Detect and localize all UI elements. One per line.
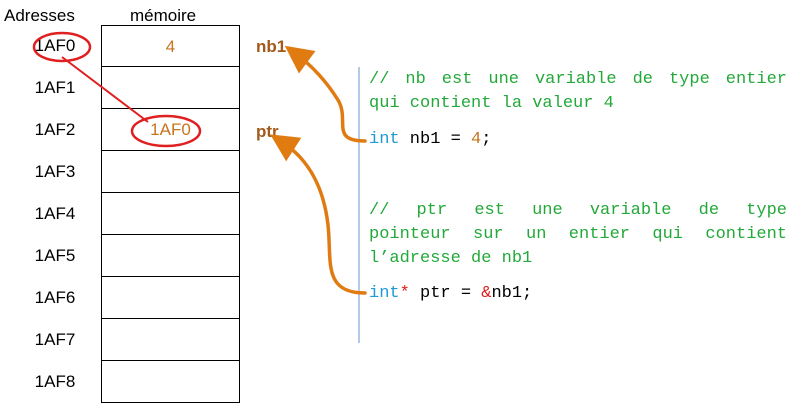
code-text: ; (481, 130, 492, 149)
pointer-star: * (399, 284, 410, 303)
keyword-int: int (369, 284, 400, 303)
memory-cell (101, 193, 240, 235)
memory-cell (101, 151, 240, 193)
address-label: 1AF2 (34, 120, 76, 139)
address-1af0-highlight (32, 31, 92, 63)
memory-cell (101, 319, 240, 361)
pointer-connector-line (61, 56, 149, 123)
address-label: 1AF5 (34, 246, 76, 265)
address-label: 1AF7 (34, 330, 76, 349)
code-comment-line: pointeur sur un entier qui contient (369, 225, 787, 244)
code-line-int-ptr: int* ptr = &nb1; (369, 282, 532, 306)
memory-cell (101, 277, 240, 319)
code-comment-line: l’adresse de nb1 (369, 249, 533, 268)
code-comment-line: qui contient la valeur 4 (369, 94, 614, 113)
memory-header: mémoire (130, 6, 197, 25)
memory-cell: 1AF0 (101, 109, 240, 151)
arrow-to-nb1 (284, 45, 367, 143)
code-comment-line: // nb est une variable de type entier (369, 70, 787, 89)
address-of-operator: & (481, 284, 492, 303)
arrow-to-ptr (270, 134, 367, 295)
keyword-int: int (369, 130, 400, 149)
memory-cell (101, 361, 240, 403)
address-label: 1AF0 (34, 36, 76, 55)
code-text: ptr = (409, 284, 482, 303)
code-text: nb1 = (399, 130, 472, 149)
address-label: 1AF1 (34, 78, 76, 97)
code-text: nb1; (491, 284, 533, 303)
code-comment-2: // ptr est une variable de type pointeur… (369, 199, 787, 271)
memory-cell: 4 (101, 25, 240, 67)
code-line-int-nb1: int nb1 = 4; (369, 128, 491, 152)
code-comment-1: // nb est une variable de type entier qu… (369, 68, 787, 116)
memory-cell (101, 235, 240, 277)
addresses-header: Adresses (4, 6, 75, 25)
code-comment-line: // ptr est une variable de type (369, 201, 787, 220)
value-1af0-highlight (130, 114, 202, 148)
address-label: 1AF6 (34, 288, 76, 307)
variable-name-nb1: nb1 (256, 37, 287, 56)
address-label: 1AF3 (34, 162, 76, 181)
address-label: 1AF4 (34, 204, 76, 223)
address-label: 1AF8 (34, 372, 76, 391)
code-number: 4 (471, 130, 482, 149)
